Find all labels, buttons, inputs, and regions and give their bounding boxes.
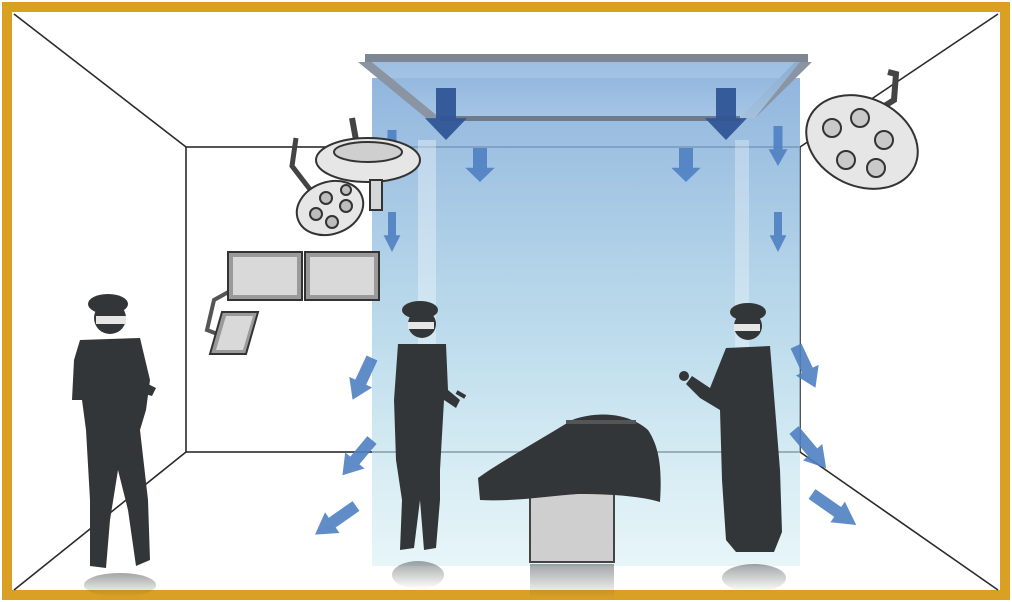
monitor-icon [305, 252, 379, 300]
monitor-icon [228, 252, 302, 300]
ceiling-diffuser [358, 54, 812, 121]
